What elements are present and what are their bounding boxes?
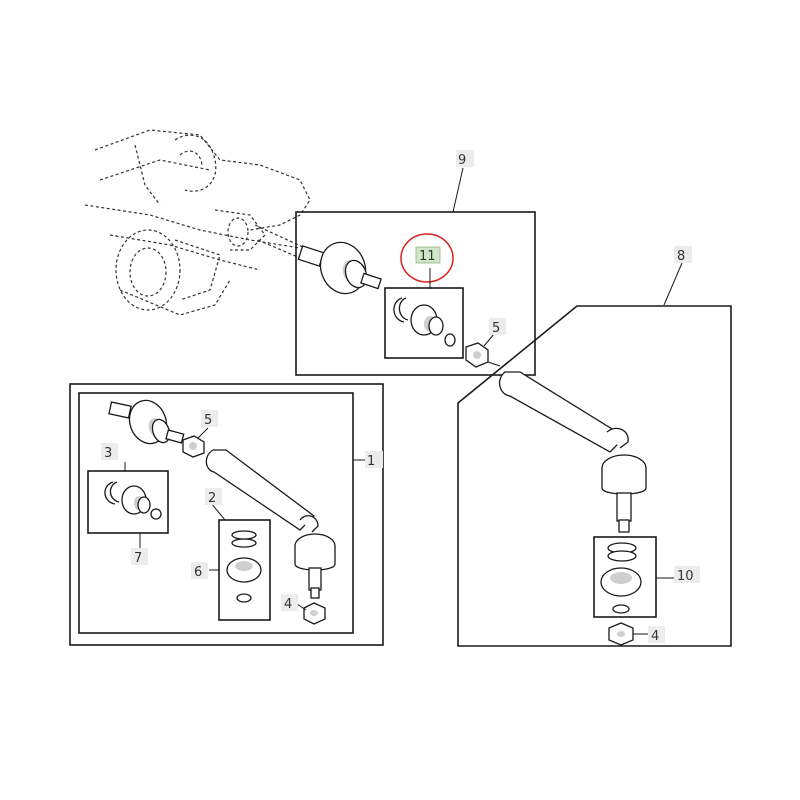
callout-5-left: 5 [201,410,218,428]
group-7-subframe [87,470,169,534]
nut-4-right [608,622,634,646]
callout-5-left-text: 5 [204,413,212,428]
group-8-frame [457,305,732,647]
group-11-subframe [384,287,464,359]
callout-4-right-text: 4 [651,629,659,644]
callout-9-text: 9 [458,153,466,168]
callout-11-text: 11 [419,249,436,264]
callout-6: 6 [191,562,208,580]
callout-5-top-text: 5 [492,321,500,336]
outer-tie-rod-left [205,449,336,599]
callout-3-text: 3 [104,446,112,461]
boot-kit-11 [393,297,456,347]
callout-11: 11 [415,246,441,264]
nut-4-left [303,602,326,625]
callout-1: 1 [365,451,383,469]
axle-housing-outline [84,129,311,316]
nut-5-left [182,435,205,458]
callout-10: 10 [674,566,700,584]
ball-joint-kit-6 [226,530,262,603]
callout-8-text: 8 [677,249,685,264]
callout-3: 3 [101,443,118,461]
callout-5-top: 5 [489,318,506,336]
ball-joint-kit-10 [600,542,642,614]
callout-7-text: 7 [134,551,142,566]
callout-9: 9 [456,150,474,168]
callout-4-left-text: 4 [284,597,292,612]
callout-2: 2 [205,488,222,506]
callout-10-text: 10 [677,569,694,584]
inner-tie-rod-left [108,399,185,445]
boot-kit-7 [104,481,162,520]
outer-tie-rod-right [498,371,647,533]
highlight-circle-11 [400,233,454,283]
nut-5-top [465,342,489,368]
callout-1-text: 1 [367,454,375,469]
group-1-outer-frame [69,383,384,646]
callout-8: 8 [674,246,692,264]
group-1-inner-frame [78,392,354,634]
callout-7: 7 [131,548,148,566]
callout-2-text: 2 [208,491,216,506]
inner-tie-rod-top [297,241,382,295]
group-10-subframe [593,536,657,618]
callout-4-left: 4 [281,594,298,612]
callout-4-right: 4 [648,626,665,644]
group-9-frame [295,211,536,376]
callout-6-text: 6 [194,565,202,580]
